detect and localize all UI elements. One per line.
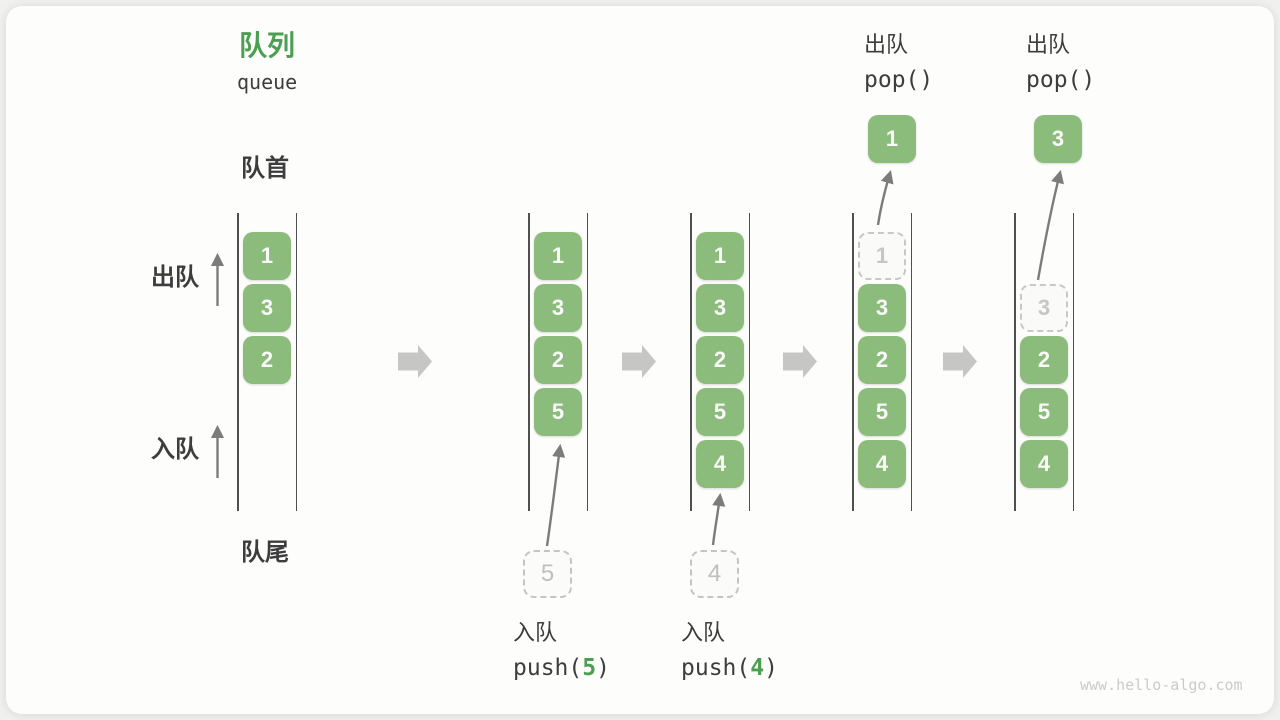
queue-cell: 4 bbox=[696, 440, 744, 488]
queue-wall-right bbox=[586, 213, 588, 511]
queue-cell: 5 bbox=[696, 388, 744, 436]
figure-title-en: queue bbox=[237, 70, 298, 94]
queue-wall-right bbox=[910, 213, 912, 511]
watermark: www.hello-algo.com bbox=[1080, 676, 1243, 694]
code-arg: 4 bbox=[750, 655, 765, 681]
staged-value-box: 4 bbox=[690, 550, 739, 598]
queue-cell: 5 bbox=[534, 388, 582, 436]
queue-front-label: 队首 bbox=[241, 155, 289, 182]
push-op-code: push(4) bbox=[681, 657, 778, 680]
push-op-label-zh: 入队 bbox=[513, 620, 558, 645]
queue-cell: 3 bbox=[243, 284, 291, 332]
queue-cell: 5 bbox=[1020, 388, 1068, 436]
push-op-label-zh: 入队 bbox=[681, 620, 726, 645]
queue-wall-left bbox=[1014, 213, 1016, 511]
queue-cell: 1 bbox=[534, 232, 582, 280]
code-prefix: push( bbox=[681, 655, 751, 681]
queue-cell: 3 bbox=[534, 284, 582, 332]
queue-cell: 1 bbox=[243, 232, 291, 280]
queue-cell: 3 bbox=[696, 284, 744, 332]
code-suffix: ) bbox=[596, 655, 610, 681]
queue-cell-ghost: 1 bbox=[858, 232, 906, 280]
pop-op-label-zh: 出队 bbox=[1026, 32, 1071, 57]
code-prefix: push( bbox=[513, 655, 583, 681]
popped-value-box: 3 bbox=[1034, 115, 1082, 163]
queue-cell: 2 bbox=[1020, 336, 1068, 384]
queue-cell: 2 bbox=[534, 336, 582, 384]
code-arg: 5 bbox=[582, 655, 597, 681]
queue-wall-right bbox=[295, 213, 297, 511]
push-op-code: push(5) bbox=[513, 657, 610, 680]
queue-cell: 2 bbox=[858, 336, 906, 384]
queue-cell-ghost: 3 bbox=[1020, 284, 1068, 332]
queue-cell: 5 bbox=[858, 388, 906, 436]
code-suffix: ) bbox=[764, 655, 778, 681]
queue-cell: 3 bbox=[858, 284, 906, 332]
queue-cell: 2 bbox=[696, 336, 744, 384]
queue-wall-right bbox=[748, 213, 750, 511]
popped-value-box: 1 bbox=[868, 115, 916, 163]
pop-op-code: pop() bbox=[1026, 67, 1096, 93]
queue-wall-left bbox=[690, 213, 692, 511]
pop-op-code: pop() bbox=[864, 67, 934, 93]
figure-title-zh: 队列 bbox=[239, 30, 296, 61]
dequeue-side-label: 出队 bbox=[151, 264, 199, 291]
queue-cell: 1 bbox=[696, 232, 744, 280]
enqueue-side-label: 入队 bbox=[151, 436, 199, 463]
staged-value-box: 5 bbox=[523, 550, 572, 598]
queue-cell: 2 bbox=[243, 336, 291, 384]
queue-wall-right bbox=[1072, 213, 1074, 511]
queue-cell: 4 bbox=[858, 440, 906, 488]
queue-wall-left bbox=[237, 213, 239, 511]
queue-wall-left bbox=[852, 213, 854, 511]
queue-wall-left bbox=[528, 213, 530, 511]
pop-op-label-zh: 出队 bbox=[864, 32, 909, 57]
queue-rear-label: 队尾 bbox=[241, 539, 289, 566]
queue-cell: 4 bbox=[1020, 440, 1068, 488]
figure-panel bbox=[6, 6, 1274, 714]
